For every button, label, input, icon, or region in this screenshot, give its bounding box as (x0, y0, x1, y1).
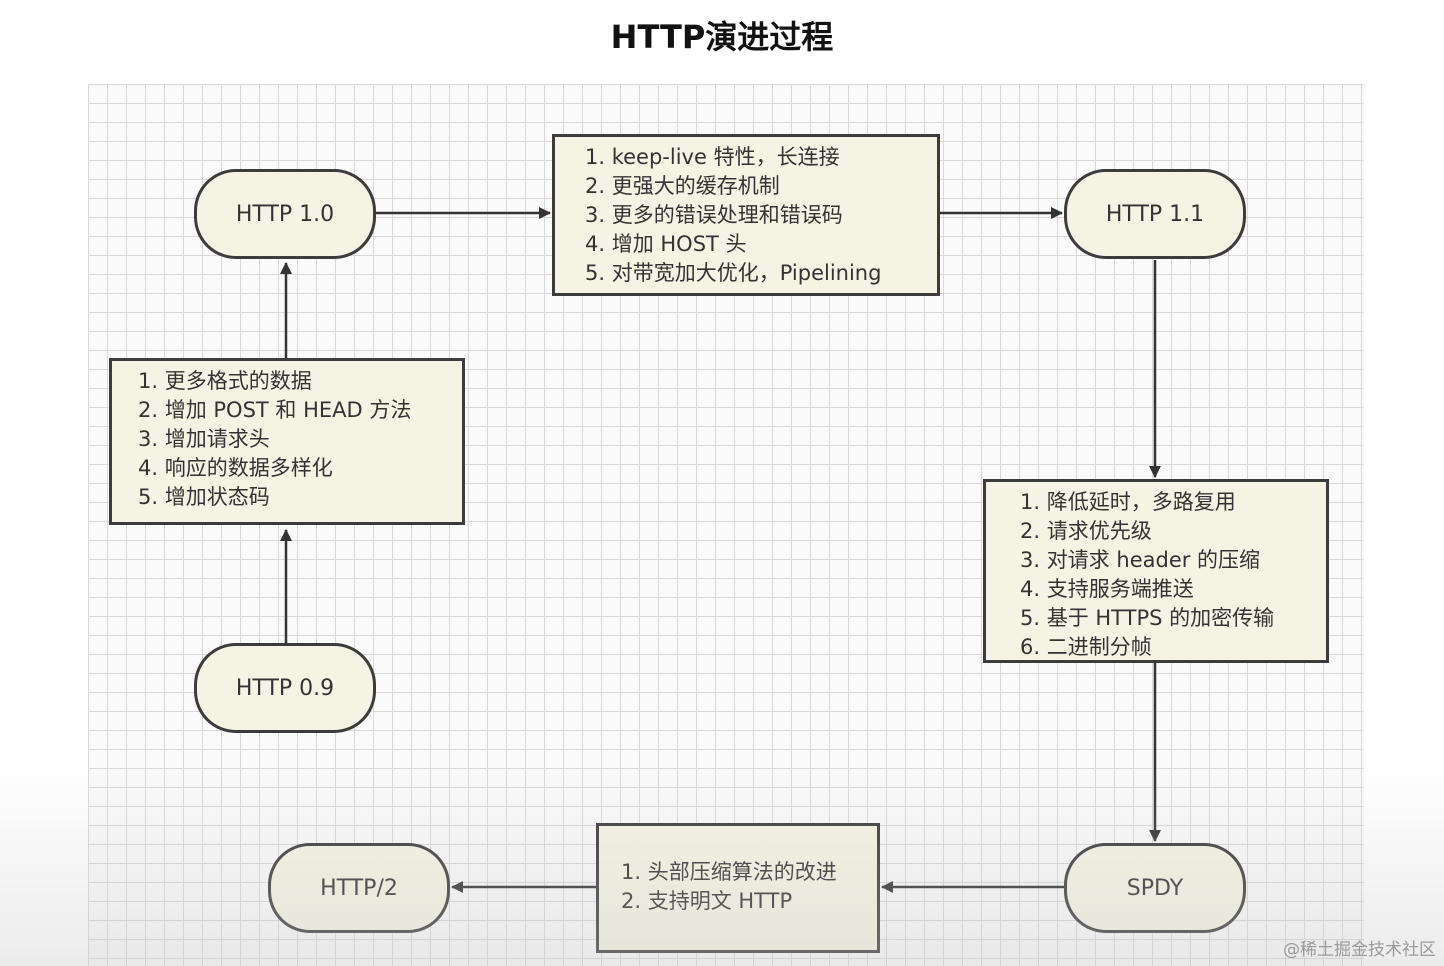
feature-item: 4. 响应的数据多样化 (138, 456, 333, 480)
note-http09-to-http10: 1. 更多格式的数据 2. 增加 POST 和 HEAD 方法 3. 增加请求头… (109, 358, 465, 525)
feature-list: 1. 头部压缩算法的改进 2. 支持明文 HTTP (621, 858, 865, 916)
node-http-1-1: HTTP 1.1 (1064, 169, 1246, 259)
feature-item: 5. 对带宽加大优化，Pipelining (585, 261, 882, 285)
feature-item: 4. 增加 HOST 头 (585, 232, 747, 256)
feature-item: 4. 支持服务端推送 (1020, 577, 1194, 601)
diagram-title: HTTP演进过程 (610, 18, 834, 56)
watermark-text: @稀土掘金技术社区 (1283, 940, 1436, 960)
feature-item: 1. 头部压缩算法的改进 (621, 860, 837, 884)
feature-item: 1. 更多格式的数据 (138, 369, 312, 393)
feature-item: 3. 对请求 header 的压缩 (1020, 548, 1261, 572)
feature-item: 3. 更多的错误处理和错误码 (585, 203, 843, 227)
note-http11-to-spdy: 1. 降低延时，多路复用 2. 请求优先级 3. 对请求 header 的压缩 … (983, 479, 1329, 663)
node-spdy: SPDY (1064, 843, 1246, 933)
note-http10-to-http11: 1. keep-live 特性，长连接 2. 更强大的缓存机制 3. 更多的错误… (552, 134, 940, 296)
feature-item: 2. 增加 POST 和 HEAD 方法 (138, 398, 412, 422)
feature-item: 5. 增加状态码 (138, 485, 270, 509)
feature-item: 2. 更强大的缓存机制 (585, 174, 780, 198)
node-http-1-0: HTTP 1.0 (194, 169, 376, 259)
feature-list: 1. 更多格式的数据 2. 增加 POST 和 HEAD 方法 3. 增加请求头… (138, 367, 450, 512)
feature-item: 1. keep-live 特性，长连接 (585, 145, 840, 169)
feature-item: 2. 请求优先级 (1020, 519, 1152, 543)
feature-item: 1. 降低延时，多路复用 (1020, 490, 1236, 514)
node-http-0-9: HTTP 0.9 (194, 643, 376, 733)
feature-item: 3. 增加请求头 (138, 427, 270, 451)
node-http-2: HTTP/2 (268, 843, 450, 933)
feature-list: 1. 降低延时，多路复用 2. 请求优先级 3. 对请求 header 的压缩 … (1020, 488, 1314, 662)
feature-item: 2. 支持明文 HTTP (621, 889, 793, 913)
note-spdy-to-http2: 1. 头部压缩算法的改进 2. 支持明文 HTTP (596, 823, 880, 953)
feature-item: 5. 基于 HTTPS 的加密传输 (1020, 606, 1275, 630)
feature-item: 6. 二进制分帧 (1020, 635, 1152, 659)
feature-list: 1. keep-live 特性，长连接 2. 更强大的缓存机制 3. 更多的错误… (585, 143, 925, 288)
